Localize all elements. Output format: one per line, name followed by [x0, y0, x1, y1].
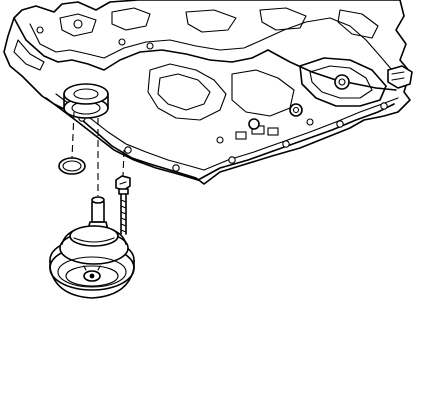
transmission-case — [3, 0, 413, 185]
filter-assembly — [49, 196, 135, 299]
mounting-bolt — [115, 175, 131, 235]
o-ring-seal — [58, 157, 86, 175]
alignment-guides — [71, 111, 125, 196]
